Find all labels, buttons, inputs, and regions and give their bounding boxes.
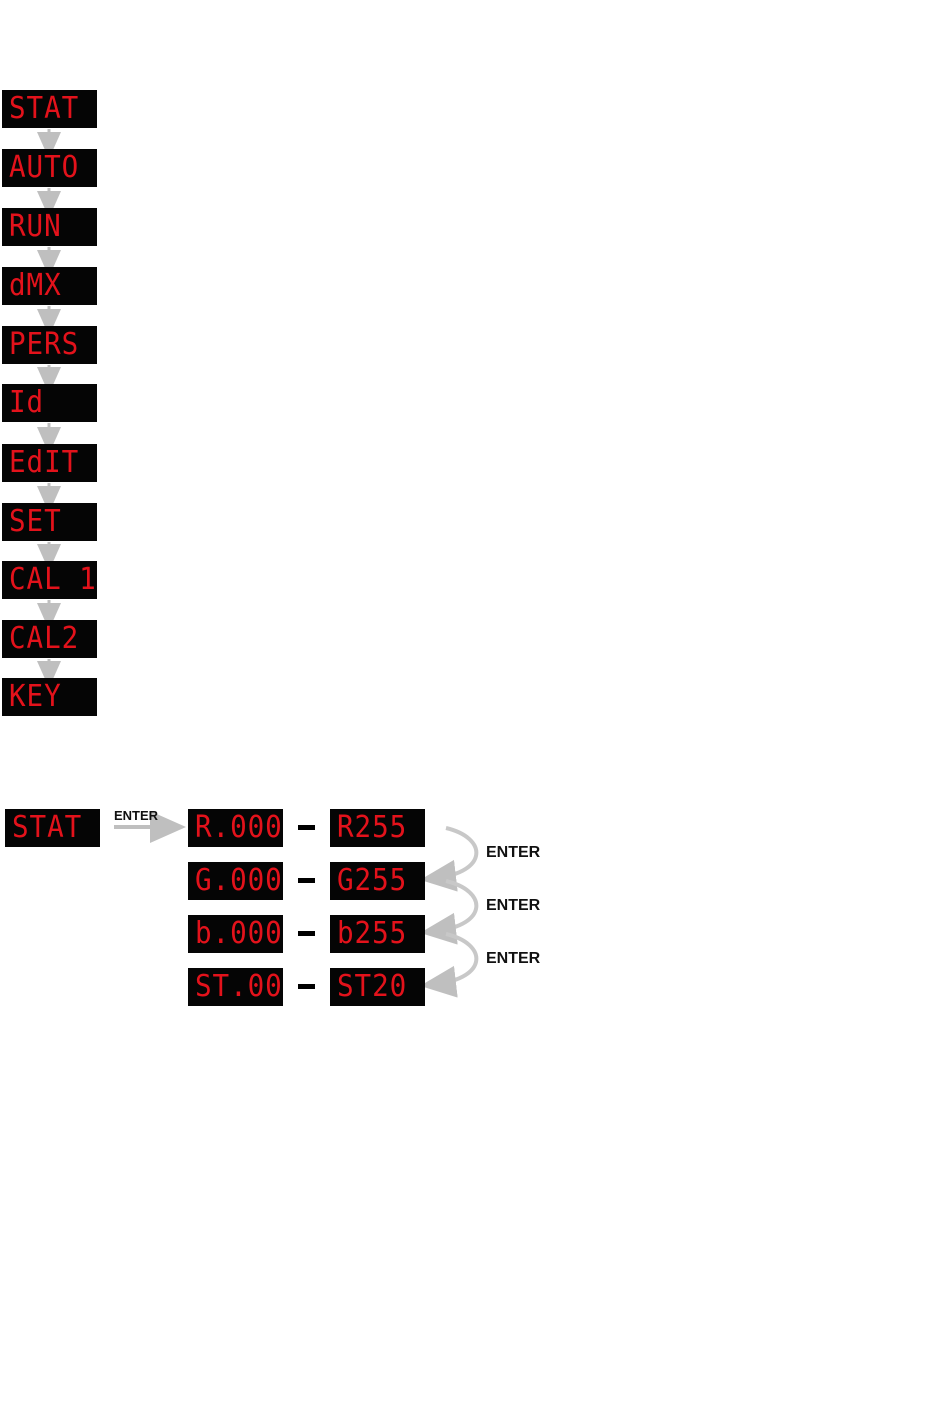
menu-display-run: RUN	[2, 208, 97, 246]
range-to-display: b255	[330, 915, 425, 953]
range-dash	[298, 878, 315, 883]
range-from-display: R.000	[188, 809, 283, 847]
enter-label-top: ENTER	[114, 808, 158, 823]
range-dash	[298, 825, 315, 830]
enter-loop-arrow	[436, 934, 476, 984]
menu-display-pers: PERS	[2, 326, 97, 364]
enter-loop-arrow	[436, 881, 476, 931]
stat-start-display: STAT	[5, 809, 100, 847]
range-to-display: G255	[330, 862, 425, 900]
enter-label: ENTER	[486, 950, 540, 968]
range-dash	[298, 984, 315, 989]
range-to-display: R255	[330, 809, 425, 847]
enter-label: ENTER	[486, 897, 540, 915]
range-dash	[298, 931, 315, 936]
menu-display-key: KEY	[2, 678, 97, 716]
menu-display-edit: EdIT	[2, 444, 97, 482]
range-from-display: G.000	[188, 862, 283, 900]
menu-display-cal1: CAL 1	[2, 561, 97, 599]
menu-display-dmx: dMX	[2, 267, 97, 305]
menu-display-id: Id	[2, 384, 97, 422]
menu-display-set: SET	[2, 503, 97, 541]
range-to-display: ST20	[330, 968, 425, 1006]
range-from-display: ST.00	[188, 968, 283, 1006]
menu-display-cal2: CAL2	[2, 620, 97, 658]
menu-display-stat: STAT	[2, 90, 97, 128]
enter-loop-arrow	[436, 828, 476, 878]
enter-label: ENTER	[486, 844, 540, 862]
menu-display-auto: AUTO	[2, 149, 97, 187]
range-from-display: b.000	[188, 915, 283, 953]
